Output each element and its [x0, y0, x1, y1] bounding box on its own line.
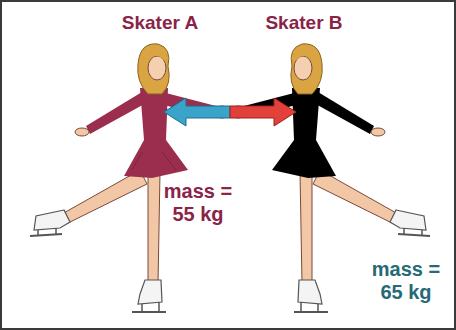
mass-label: mass = 65 kg: [366, 258, 446, 304]
skater-name: Skater A: [100, 12, 220, 34]
skater-name: Skater B: [244, 12, 364, 34]
mass-label: mass = 55 kg: [158, 180, 238, 226]
